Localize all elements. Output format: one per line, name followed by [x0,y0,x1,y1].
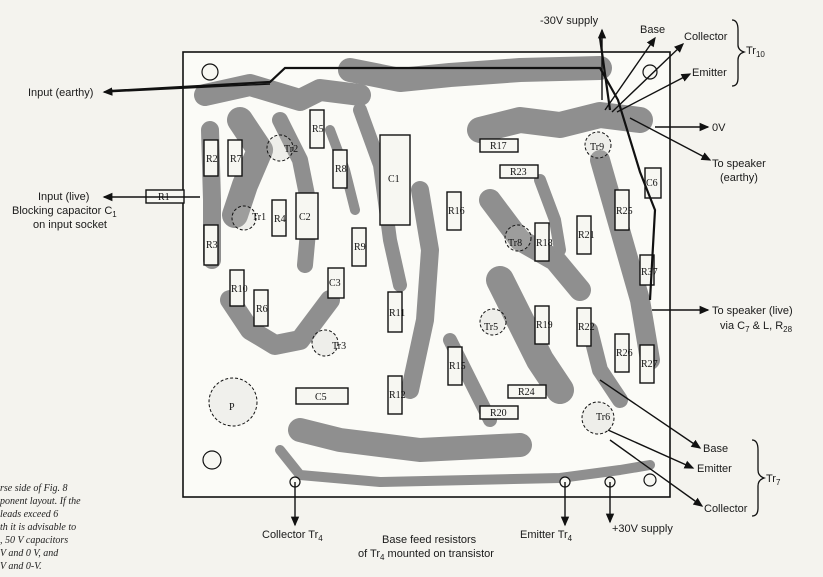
label-emitter-tr10: Emitter [692,67,727,79]
label-supply-pos: +30V supply [612,523,673,535]
label-tr8: Tr8 [508,238,522,249]
label-c2: C2 [299,212,311,223]
label-supply-neg: -30V supply [540,15,599,27]
braces [731,19,767,517]
label-base-tr7: Base [703,443,728,455]
mounting-pads [201,63,658,488]
caption-line-6: V and 0-V. [0,561,42,572]
label-r12: R12 [389,390,406,401]
label-r8: R8 [335,164,347,175]
label-tr7: Tr7 [766,473,781,487]
label-input-socket: on input socket [33,219,107,231]
label-c3: C3 [329,278,341,289]
label-r6: R6 [256,304,268,315]
label-r20: R20 [490,408,507,419]
label-tr6: Tr6 [596,412,610,423]
label-tr3: Tr3 [332,341,346,352]
label-r18: R18 [536,238,553,249]
caption-line-1: ponent layout. If the [0,496,81,507]
label-r1: R1 [158,192,170,203]
label-r19: R19 [536,320,553,331]
label-r11: R11 [389,308,405,319]
caption-line-0: rse side of Fig. 8 [0,483,68,494]
leader-arrows [102,28,712,527]
component-labels: R1 R2 R7 R3 R4 R5 R6 R10 R8 R9 R11 R12 R… [158,124,658,423]
label-blocking-cap: Blocking capacitor C1 [12,205,117,219]
label-r24: R24 [518,387,535,398]
label-r9: R9 [354,242,366,253]
label-r23: R23 [510,167,527,178]
label-to-speaker-earthy: To speaker [712,158,766,170]
label-tr1: Tr1 [252,212,266,223]
label-emitter-tr7: Emitter [697,463,732,475]
label-to-speaker-live-2: via C7 & L, R28 [720,320,793,334]
label-r2: R2 [206,154,218,165]
label-r3: R3 [206,240,218,251]
label-base-feed-2: of Tr4 mounted on transistor [358,548,494,562]
label-zero-v: 0V [712,122,726,134]
label-r27: R27 [641,359,658,370]
label-r4: R4 [274,214,286,225]
label-to-speaker-earthy-2: (earthy) [720,172,758,184]
label-r22: R22 [578,322,595,333]
label-collector-tr7: Collector [704,503,748,515]
label-emitter-tr4: Emitter Tr4 [520,529,573,543]
transistors [208,131,615,435]
resistors [145,109,662,420]
label-c1: C1 [388,174,400,185]
caption-line-2: leads exceed 6 [0,509,58,520]
label-base-feed-1: Base feed resistors [382,534,477,546]
label-base-tr10: Base [640,24,665,36]
label-r15: R15 [449,361,466,372]
label-collector-tr10: Collector [684,31,728,43]
caption-line-3: th it is advisable to [0,522,76,533]
label-r37: R37 [641,267,658,278]
label-r21: R21 [578,230,595,241]
label-tr5: Tr5 [484,322,498,333]
label-tr10: Tr10 [746,45,765,59]
label-tr9: Tr9 [590,142,604,153]
label-r5: R5 [312,124,324,135]
label-input-earthy: Input (earthy) [28,87,93,99]
connection-labels: Input (earthy) Input (live) Blocking cap… [12,15,793,562]
label-r16: R16 [448,206,465,217]
caption-line-4: , 50 V capacitors [0,535,68,546]
caption-line-5: V and 0 V, and [0,548,59,559]
label-c5: C5 [315,392,327,403]
label-input-live: Input (live) [38,191,89,203]
label-r17: R17 [490,141,507,152]
label-r26: R26 [616,348,633,359]
label-r10: R10 [231,284,248,295]
label-c6: C6 [646,178,658,189]
figure-caption: rse side of Fig. 8 ponent layout. If the… [0,483,81,572]
label-to-speaker-live: To speaker (live) [712,305,793,317]
label-r7: R7 [230,154,242,165]
label-r25: R25 [616,206,633,217]
label-collector-tr4: Collector Tr4 [262,529,323,543]
label-p: P [229,402,235,413]
label-tr2: Tr2 [284,144,298,155]
